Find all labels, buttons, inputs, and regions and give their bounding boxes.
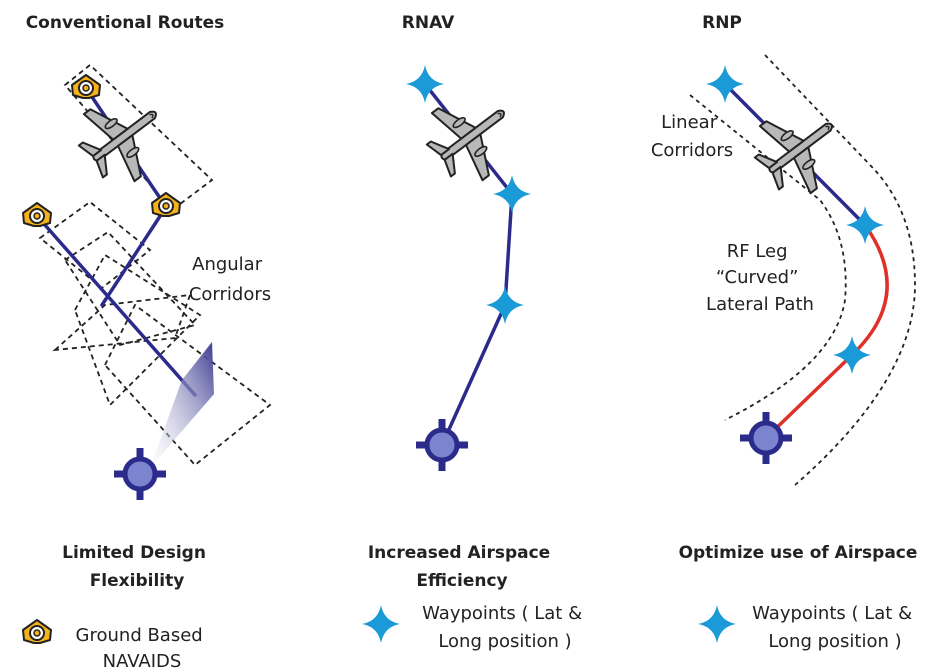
aircraft-icon	[412, 77, 530, 196]
waypoint-icon	[406, 65, 444, 103]
navaid-icon	[71, 74, 101, 99]
conventional-title: Conventional Routes	[26, 13, 225, 33]
rnav-legend-text: Waypoints ( Lat & Long position )	[422, 603, 588, 652]
waypoint-icon	[698, 605, 736, 643]
airport-icon	[416, 419, 468, 471]
rnav-caption: Increased Airspace Efficiency	[368, 543, 556, 591]
waypoint-icon	[362, 605, 400, 643]
rnp-legend-text: Waypoints ( Lat & Long position )	[752, 603, 918, 652]
rnp-caption: Optimize use of Airspace	[679, 543, 918, 563]
rnp-title: RNP	[702, 13, 742, 33]
linear-corridors-label: Linear Corridors	[651, 112, 733, 161]
conventional-legend-text: Ground Based NAVAIDS	[76, 625, 209, 670]
aircraft-icon	[740, 90, 858, 209]
conventional-caption: Limited Design Flexibility	[62, 543, 212, 591]
rnav-title: RNAV	[402, 13, 455, 33]
waypoint-icon	[486, 286, 524, 324]
navaid-icon	[151, 192, 181, 217]
linear-corridors	[689, 54, 916, 486]
navaid-icon	[22, 202, 52, 227]
rf-leg-label: RF Leg “Curved” Lateral Path	[706, 241, 814, 315]
angular-corridors-label: Angular Corridors	[189, 254, 271, 305]
angular-corridors	[38, 63, 272, 467]
waypoint-icon	[493, 175, 531, 213]
navaid-icon	[22, 619, 52, 644]
navaid-signal-beam	[150, 342, 214, 468]
